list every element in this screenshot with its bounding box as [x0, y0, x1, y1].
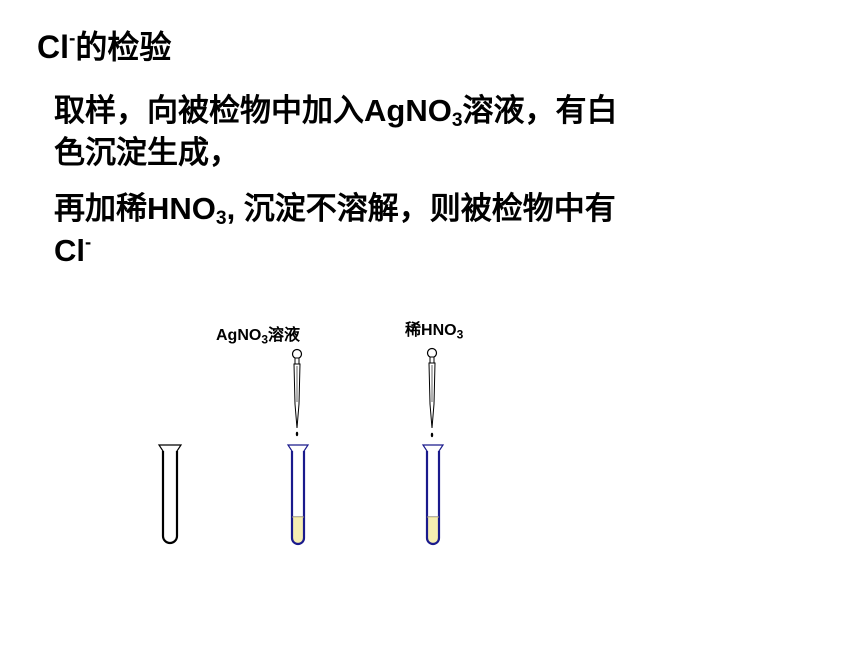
test-tube-empty	[157, 444, 183, 545]
text-segment: 溶液	[268, 327, 301, 344]
paragraph-sampling-line1: 取样，向被检物中加入AgNO3溶液，有白	[54, 90, 774, 132]
paragraph-sampling-line2: 色沉淀生成，	[54, 135, 240, 170]
chem-subscript: 3	[215, 207, 227, 229]
text-segment: 再加稀	[54, 191, 147, 226]
chem-formula: AgNO	[216, 327, 262, 344]
text-segment: 溶液，有白	[462, 93, 618, 128]
test-tube-solution-1	[286, 444, 310, 546]
title-chem: Cl	[37, 29, 69, 65]
dropper-label-agno3: AgNO3溶液	[216, 321, 301, 347]
chem-formula: HNO	[147, 191, 216, 226]
test-tube-solution-2	[421, 444, 445, 546]
chem-charge: -	[85, 230, 92, 252]
chem-formula: AgNO	[364, 93, 452, 128]
paragraph-conclusion-line2: Cl-	[54, 230, 774, 272]
chem-subscript: 3	[261, 332, 269, 347]
text-segment: , 沉淀不溶解，则被检物中有	[226, 191, 616, 226]
paragraph-conclusion: 再加稀HNO3, 沉淀不溶解，则被检物中有 Cl-	[54, 188, 774, 272]
chem-subscript: 3	[451, 109, 463, 131]
text-segment: 取样，向被检物中加入	[54, 93, 364, 128]
title-text: 的检验	[75, 28, 172, 66]
title-charge: -	[69, 28, 76, 50]
page-title: Cl-的检验	[37, 22, 171, 68]
dropper-label-hno3: 稀HNO3	[405, 316, 464, 342]
dropper-agno3	[291, 348, 303, 437]
chem-formula: HNO	[421, 322, 457, 339]
paragraph-sampling: 取样，向被检物中加入AgNO3溶液，有白 色沉淀生成，	[54, 90, 774, 174]
text-segment: 稀	[405, 322, 422, 339]
dropper-hno3	[426, 347, 438, 438]
chem-subscript: 3	[456, 327, 464, 342]
paragraph-conclusion-line1: 再加稀HNO3, 沉淀不溶解，则被检物中有	[54, 188, 774, 230]
chem-formula: Cl	[54, 233, 85, 268]
